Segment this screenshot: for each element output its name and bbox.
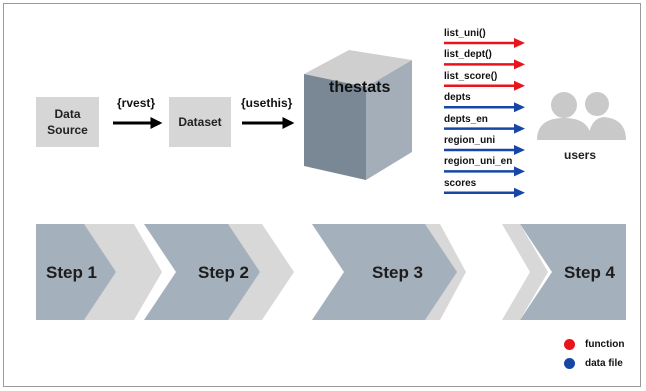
export-arrowhead-2 — [514, 80, 525, 91]
export-arrows — [444, 38, 525, 198]
data-source-label-line2: Source — [47, 123, 88, 137]
export-label-6: region_uni_en — [444, 156, 513, 168]
dataset-label: Dataset — [178, 114, 222, 129]
export-arrowhead-0 — [514, 38, 525, 48]
rvest-label: {rvest} — [117, 96, 156, 110]
export-label-7: scores — [444, 177, 477, 189]
export-arrowhead-5 — [514, 145, 525, 155]
export-label-4: depts_en — [444, 113, 488, 125]
dataset-box: Dataset — [169, 97, 231, 147]
export-label-1: list_dept() — [444, 49, 492, 61]
export-label-5: region_uni — [444, 135, 496, 146]
diagram-frame — [3, 3, 641, 387]
step-1-shape — [36, 224, 116, 320]
step-3-label: Step 3 — [372, 263, 423, 282]
function-legend-label: function — [585, 339, 625, 350]
step-2-shape — [144, 224, 260, 320]
export-label-2: list_score() — [444, 70, 498, 82]
export-arrowhead-3 — [514, 102, 525, 113]
export-arrowhead-7 — [514, 187, 525, 198]
step-chevron-light-2 — [228, 224, 294, 320]
datafile-legend-label: data file — [585, 358, 623, 369]
export-arrowhead-6 — [514, 166, 525, 177]
datafile-legend-dot — [564, 358, 575, 369]
step-chevron-light-4 — [502, 224, 548, 320]
thestats-label: thestats — [329, 79, 391, 96]
step-1-label: Step 1 — [46, 263, 97, 282]
step-2-label: Step 2 — [198, 263, 249, 282]
users-icon — [537, 92, 626, 140]
data-source-label-line1: Data — [54, 106, 81, 121]
export-arrowhead-4 — [514, 123, 525, 134]
export-arrowhead-1 — [514, 59, 525, 70]
function-legend-dot — [564, 339, 575, 350]
export-label-0: list_uni() — [444, 28, 486, 39]
step-4-label: Step 4 — [564, 263, 616, 282]
data-source-box: Data Source — [36, 97, 99, 147]
cube-icon — [304, 50, 412, 180]
step-chevron-light-3 — [425, 224, 466, 320]
export-label-3: depts — [444, 92, 471, 104]
users-label: users — [564, 148, 597, 162]
usethis-label: {usethis} — [241, 96, 293, 110]
step-4-shape — [520, 224, 626, 320]
step-chevron-light-1 — [84, 224, 162, 320]
steps-group: Step 1 Step 2 Step 3 Step 4 — [36, 224, 626, 320]
step-3-shape — [312, 224, 457, 320]
